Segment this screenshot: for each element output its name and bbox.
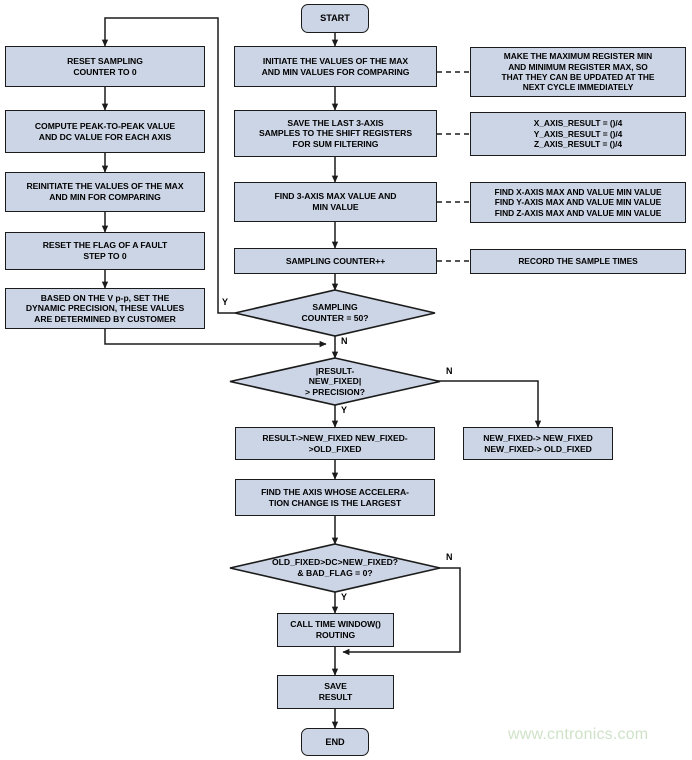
node-reinitiate-minmax[interactable]: REINITIATE THE VALUES OF THE MAX AND MIN… (5, 172, 205, 212)
node-reset-fault-flag[interactable]: RESET THE FLAG OF A FAULT STEP TO 0 (5, 232, 205, 270)
annotation-record-sample-times[interactable]: RECORD THE SAMPLE TIMES (470, 249, 686, 274)
node-compute-pp-dc[interactable]: COMPUTE PEAK-TO-PEAK VALUE AND DC VALUE … (5, 110, 205, 153)
annotation-find-axis-minmax[interactable]: FIND X-AXIS MAX AND VALUE MIN VALUE FIND… (470, 182, 686, 223)
node-sampling-counter-increment[interactable]: SAMPLING COUNTER++ (234, 248, 437, 274)
decision-sampling-counter-50[interactable]: SAMPLING COUNTER = 50? (234, 289, 436, 337)
branch-label-counter-yes: Y (222, 297, 229, 307)
node-initiate-minmax[interactable]: INITIATE THE VALUES OF THE MAX AND MIN V… (234, 46, 437, 87)
node-call-time-window[interactable]: CALL TIME WINDOW() ROUTING (277, 613, 394, 647)
node-end[interactable]: END (301, 728, 369, 756)
branch-label-oldfixed-no: N (446, 552, 453, 562)
node-save-shift-registers[interactable]: SAVE THE LAST 3-AXIS SAMPLES TO THE SHIF… (234, 110, 437, 157)
node-find-minmax[interactable]: FIND 3-AXIS MAX VALUE AND MIN VALUE (234, 182, 437, 222)
branch-label-precision-no: N (446, 366, 453, 376)
node-save-result[interactable]: SAVE RESULT (277, 675, 394, 709)
branch-label-precision-yes: Y (341, 405, 348, 415)
node-set-dynamic-precision[interactable]: BASED ON THE V p-p, SET THE DYNAMIC PREC… (5, 288, 205, 329)
watermark-text: www.cntronics.com (508, 726, 649, 743)
decision-old-fixed-check[interactable]: OLD_FIXED>DC>NEW_FIXED? & BAD_FLAG = 0? (229, 543, 441, 593)
node-result-to-new-fixed[interactable]: RESULT->NEW_FIXED NEW_FIXED- >OLD_FIXED (235, 427, 435, 460)
branch-label-counter-no: N (341, 336, 348, 346)
annotation-make-register[interactable]: MAKE THE MAXIMUM REGISTER MIN AND MINIMU… (470, 47, 686, 97)
node-start[interactable]: START (301, 4, 369, 33)
node-new-fixed-assign[interactable]: NEW_FIXED-> NEW_FIXED NEW_FIXED-> OLD_FI… (463, 427, 613, 460)
node-reset-sampling-counter[interactable]: RESET SAMPLING COUNTER TO 0 (5, 46, 205, 87)
branch-label-oldfixed-yes: Y (341, 592, 348, 602)
decision-precision-check[interactable]: |RESULT- NEW_FIXED| > PRECISION? (229, 357, 441, 406)
node-find-axis-largest[interactable]: FIND THE AXIS WHOSE ACCELERA- TION CHANG… (235, 479, 435, 516)
annotation-axis-result[interactable]: X_AXIS_RESULT = ()/4 Y_AXIS_RESULT = ()/… (470, 112, 686, 156)
